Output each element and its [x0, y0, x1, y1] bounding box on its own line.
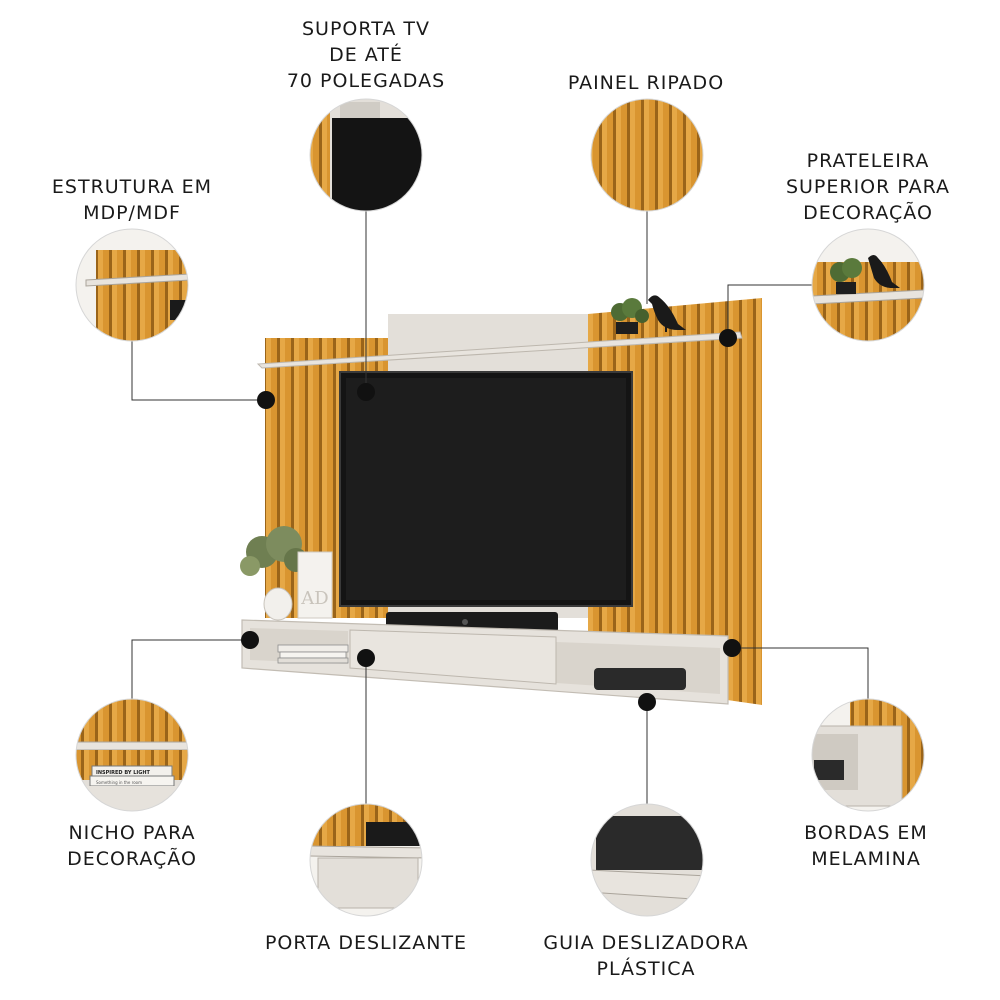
detail-sliding-door [309, 803, 423, 917]
callout-lines [131, 211, 869, 804]
detail-sliding-guide [590, 803, 704, 917]
sliding-door-front [349, 629, 557, 685]
label-structure: ESTRUTURA EM MDP/MDF [51, 176, 213, 224]
detail-structure [75, 228, 189, 342]
label-slatted-panel: PAINEL RIPADO [567, 72, 725, 94]
detail-niche: INSPIRED BY LIGHT Something in the room [75, 698, 189, 812]
book-title: INSPIRED BY LIGHT [96, 770, 151, 776]
detail-edges [811, 698, 925, 812]
tv-panel: AD [240, 295, 762, 705]
detail-slatted-panel [590, 98, 704, 212]
vase-plant [240, 526, 308, 621]
bird-sculpture [648, 295, 686, 330]
books [277, 644, 349, 653]
detail-top-shelf [811, 228, 925, 342]
callout-dots [241, 329, 741, 711]
frame-letters: AD [300, 588, 328, 609]
shelf-plant [611, 298, 649, 334]
label-niche: NICHO PARA DECORAÇÃO [67, 822, 197, 870]
router-box [594, 668, 686, 690]
label-sliding-guide: GUIA DESLIZADORA PLÁSTICA [543, 932, 749, 980]
label-edges: BORDAS EM MELAMINA [804, 822, 928, 870]
top-shelf [256, 331, 743, 369]
label-tv-support: SUPORTA TV DE ATÉ 70 POLEGADAS [286, 18, 446, 92]
book-subtitle: Something in the room [96, 780, 142, 785]
picture-frame [297, 551, 333, 619]
label-top-shelf: PRATELEIRA SUPERIOR PARA DECORAÇÃO [785, 150, 951, 224]
label-sliding-door: PORTA DESLIZANTE [264, 932, 468, 954]
detail-tv-support [309, 98, 423, 212]
